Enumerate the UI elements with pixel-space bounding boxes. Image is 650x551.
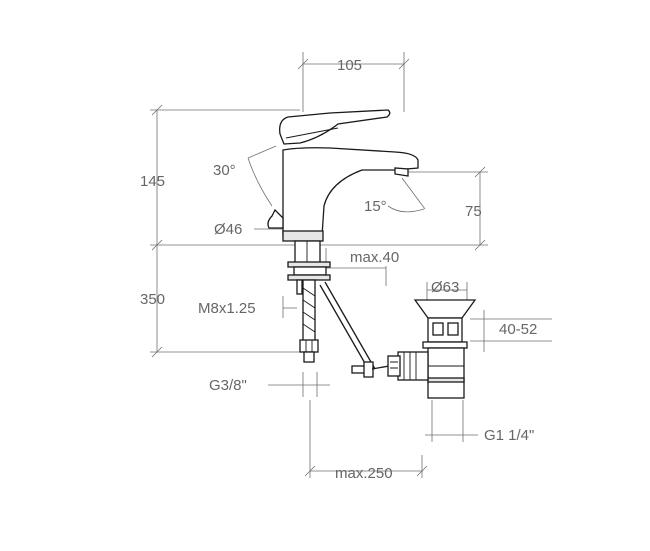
- flexible-hose: [302, 279, 316, 343]
- label-length-350: 350: [140, 291, 165, 308]
- label-diameter-46: Ø46: [214, 221, 242, 238]
- label-diameter-63: Ø63: [431, 279, 459, 296]
- drain-assembly: [387, 299, 477, 399]
- label-height-145: 145: [140, 173, 165, 190]
- label-thread-g3-8: G3/8": [209, 377, 247, 394]
- faucet-base: [267, 208, 324, 242]
- label-height-75: 75: [465, 203, 482, 220]
- popup-rod: [319, 281, 396, 378]
- label-angle-15: 15°: [364, 198, 387, 215]
- faucet-body: [282, 147, 419, 237]
- label-range-40-52: 40-52: [499, 321, 537, 338]
- label-thread-m8: M8x1.25: [198, 300, 256, 317]
- label-width-105: 105: [337, 57, 362, 74]
- label-max-250: max.250: [335, 465, 393, 482]
- threaded-rod: [296, 279, 303, 295]
- faucet-lever: [279, 109, 391, 145]
- label-angle-30: 30°: [213, 162, 236, 179]
- label-thread-g1-1-4: G1 1/4": [484, 427, 534, 444]
- mounting-nut: [287, 261, 331, 281]
- mounting-shank: [294, 240, 321, 264]
- hose-connector: [299, 339, 319, 363]
- label-max-40: max.40: [350, 249, 399, 266]
